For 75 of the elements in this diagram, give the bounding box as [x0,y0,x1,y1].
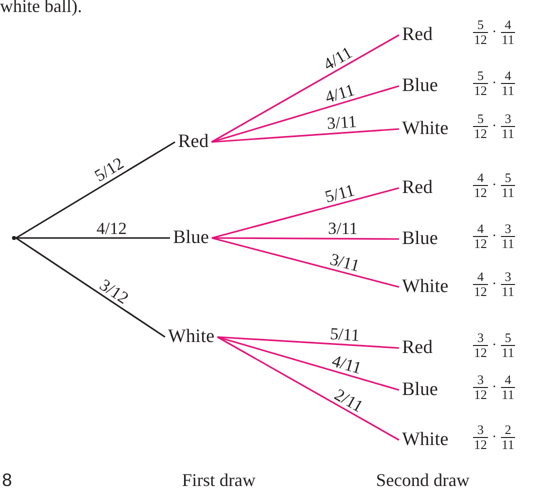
denominator: 11 [500,387,516,402]
denominator: 12 [473,345,488,360]
denominator: 11 [500,284,516,299]
denominator: 12 [473,284,488,299]
multiplication-dot: · [491,230,498,244]
outcome-label: Blue [402,228,438,250]
outcome-label: Blue [173,227,209,249]
multiplication-dot: · [491,338,498,352]
multiplication-dot: · [491,120,498,134]
column-heading: Second draw [376,470,470,490]
denominator: 11 [500,83,516,98]
denominator: 12 [473,236,488,251]
denominator: 12 [473,437,488,452]
numerator: 4 [477,270,484,284]
numerator: 4 [477,171,484,185]
numerator: 5 [477,112,484,126]
denominator: 11 [500,437,516,452]
numerator: 2 [504,423,512,437]
column-heading: First draw [182,470,256,490]
multiplication-dot: · [491,380,498,394]
multiplication-dot: · [491,278,498,292]
numerator: 5 [477,69,484,83]
branch-point [12,236,16,240]
denominator: 11 [500,185,516,200]
branch-line [16,141,176,239]
denominator: 11 [500,32,516,47]
branch-line [212,187,400,239]
outcome-label: Red [402,24,433,46]
denominator: 11 [500,345,516,360]
multiplication-dot: · [491,26,498,40]
denominator: 12 [473,387,488,402]
branch-line [217,336,400,441]
branch-line [212,237,399,240]
numerator: 3 [504,270,512,284]
denominator: 11 [500,126,516,141]
branch-line [212,128,400,143]
denominator: 12 [473,185,488,200]
outcome-label: White [168,326,214,348]
page-number: 8 [2,470,12,490]
edge-label: 3/11 [326,220,359,238]
numerator: 3 [504,112,512,126]
branch-line [212,237,400,288]
multiplication-dot: · [491,430,498,444]
outcome-label: Blue [402,379,438,401]
branch-line [211,34,400,143]
denominator: 12 [473,32,488,47]
numerator: 4 [504,18,512,32]
outcome-label: White [402,118,448,140]
multiplication-dot: · [491,76,498,90]
numerator: 5 [504,331,512,345]
branch-line [16,237,166,338]
outcome-label: White [402,276,448,298]
numerator: 3 [477,331,484,345]
numerator: 5 [477,18,484,32]
numerator: 3 [504,222,512,236]
outcome-label: White [402,429,448,451]
branch-line [211,85,400,143]
multiplication-dot: · [491,178,498,192]
outcome-label: Red [402,337,433,359]
branch-line [217,336,400,391]
numerator: 5 [504,171,512,185]
outcome-label: Red [178,131,209,153]
numerator: 3 [477,373,484,387]
numerator: 4 [477,222,484,236]
branch-line [217,336,400,349]
branch-line [16,237,170,239]
denominator: 12 [473,126,488,141]
edge-label: 4/12 [95,220,128,236]
numerator: 4 [504,69,512,83]
outcome-label: Red [402,177,433,199]
numerator: 3 [477,423,484,437]
denominator: 12 [473,83,488,98]
numerator: 4 [504,373,512,387]
outcome-label: Blue [402,75,438,97]
denominator: 11 [500,236,516,251]
